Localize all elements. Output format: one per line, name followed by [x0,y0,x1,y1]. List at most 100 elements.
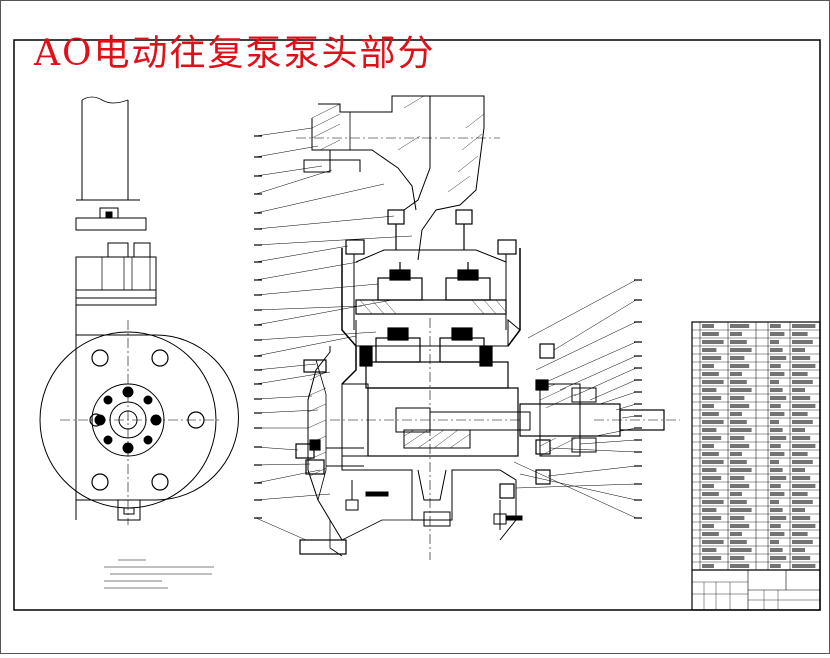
parts-cell-text [792,404,816,408]
parts-cell-text [792,468,805,472]
parts-cell-text [792,388,805,392]
parts-cell-text [792,460,813,464]
parts-cell-text [770,532,785,536]
parts-cell-text [792,444,816,448]
parts-list [691,321,821,611]
parts-cell-text [792,428,805,432]
parts-cell-text [702,452,719,456]
parts-cell-text [792,476,811,480]
parts-cell-text [792,532,808,536]
parts-cell-text [770,500,779,504]
parts-cell-text [702,348,717,352]
side-view [39,96,239,525]
parts-cell-text [792,556,811,560]
parts-cell-text [792,508,805,512]
parts-cell-text [792,492,808,496]
parts-cell-text [770,404,781,408]
parts-cell-text [702,388,717,392]
parts-cell-text [702,492,719,496]
parts-cell-text [770,396,787,400]
parts-cell-text [702,404,714,408]
leader-ticks-left [254,135,262,519]
parts-cell-text [730,492,742,496]
parts-cell-text [770,412,785,416]
parts-cell-text [770,564,781,568]
parts-cell-text [702,372,719,376]
parts-cell-text [730,564,750,568]
parts-cell-text [770,484,781,488]
parts-cell-text [792,564,816,568]
parts-cell-text [792,452,808,456]
parts-cell-text [730,484,750,488]
parts-cell-text [702,428,717,432]
parts-cell-text [730,444,750,448]
parts-cell-text [702,340,724,344]
parts-cell-text [702,532,719,536]
parts-cell-text [730,524,750,528]
parts-cell-text [702,548,717,552]
parts-cell-text [770,420,779,424]
parts-cell-text [792,500,813,504]
parts-cell-text [792,380,813,384]
parts-cell-text [702,420,724,424]
leader-lines-left [255,127,413,541]
parts-cell-text [702,356,722,360]
leader-lines-right [513,279,637,519]
parts-cell-text [792,356,811,360]
parts-cell-text [770,332,785,336]
parts-cell-text [730,412,742,416]
parts-cell-text [730,404,750,408]
parts-cell-text [702,508,717,512]
parts-cell-text [770,444,781,448]
parts-cell-text [770,436,787,440]
parts-cell-text [730,324,750,328]
parts-cell-text [792,332,808,336]
parts-cell-text [770,380,779,384]
parts-cell-text [730,372,742,376]
technical-notes [104,559,214,589]
parts-cell-text [702,500,724,504]
parts-cell-text [792,516,811,520]
parts-cell-text [730,436,745,440]
parts-cell-text [730,500,747,504]
parts-cell-text [792,324,816,328]
parts-cell-text [770,556,787,560]
parts-cell-text [702,556,722,560]
parts-cell-text [770,340,779,344]
parts-cell-text [770,548,783,552]
parts-cell-text [730,380,747,384]
parts-cell-text [770,492,785,496]
parts-cell-text [730,420,747,424]
parts-cell-text [730,428,752,432]
parts-cell-text [792,348,805,352]
parts-cell-text [702,484,714,488]
parts-cell-text [792,540,813,544]
parts-cell-text [770,452,785,456]
inner-frame [13,39,821,611]
parts-cell-text [770,324,781,328]
parts-cell-text [702,460,724,464]
parts-cell-text [792,412,808,416]
parts-cell-text [730,532,742,536]
parts-cell-text [770,476,787,480]
parts-cell-text [792,372,808,376]
parts-cell-text [702,380,724,384]
parts-cell-text [730,556,745,560]
parts-cell-text [702,364,714,368]
drawing-title: AO电动往复泵泵头部分 [34,33,436,74]
parts-cell-text [730,540,747,544]
parts-cell-text [702,468,717,472]
parts-cell-text [792,436,811,440]
parts-cell-text [730,452,742,456]
parts-cell-text [730,396,745,400]
parts-cell-text [702,444,714,448]
parts-cell-text [770,372,785,376]
parts-cell-text [730,476,745,480]
parts-cell-text [730,356,745,360]
parts-cell-text [730,332,742,336]
parts-cell-text [792,396,811,400]
parts-cell-text [702,516,722,520]
parts-cell-text [770,460,779,464]
parts-cell-text [792,484,816,488]
